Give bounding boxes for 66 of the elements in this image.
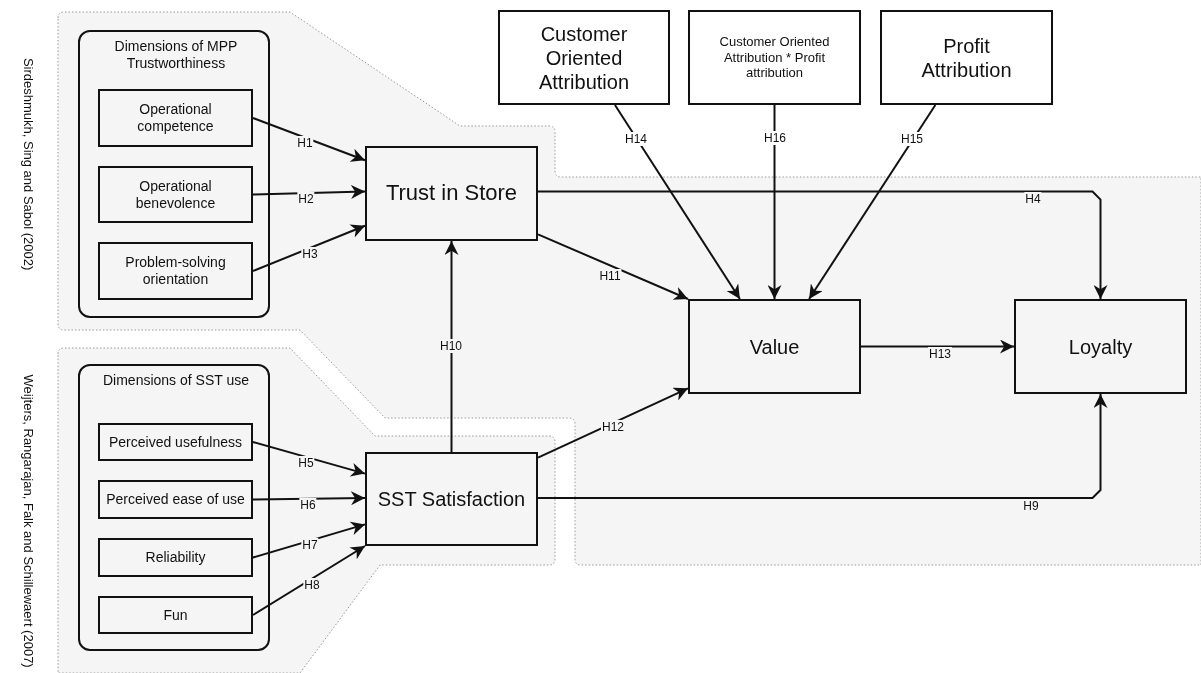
edge-label: H1 [296,136,314,150]
group-box [78,364,270,651]
arrow [537,387,689,459]
arrow [252,117,366,162]
concept-box [498,10,670,105]
concept-box [688,299,861,394]
concept-box [98,166,253,223]
group-box [78,30,270,318]
concept-box [98,89,253,147]
arrow [252,224,366,272]
concept-label: Reliability [144,549,207,566]
arrow [252,184,366,199]
group-title: Dimensions of SST use [102,372,250,389]
edge-label: H3 [301,247,319,261]
concept-label: Perceived ease of use [106,491,245,508]
concept-label: Problem-solving orientation [124,254,227,288]
edge-label: H7 [301,538,319,552]
arrow [252,521,366,559]
group-title: Dimensions of MPP Trustworthiness [113,38,239,72]
edge-label: H6 [299,498,317,512]
arrow [252,441,366,477]
concept-box [880,10,1053,105]
citation-text: Weijters, Rangarajan, Falk and Schillewaert (2007) [20,373,37,670]
arrow [860,339,1015,354]
concept-label: Trust in Store [384,180,519,207]
concept-box [98,538,253,577]
edge-label: H8 [303,578,321,592]
arrow [613,104,741,300]
concept-box [365,146,538,241]
arrow [252,491,366,506]
concept-box [365,452,538,546]
edge-label: H13 [928,347,952,361]
edge-label: H4 [1024,192,1042,206]
concept-label: Fun [162,606,189,624]
edge-label: H15 [900,132,924,146]
concept-label: SST Satisfaction [376,487,527,511]
concept-label: Perceived usefulness [107,433,244,451]
arrow [537,233,689,300]
arrow [537,190,1108,300]
arrow [808,104,937,300]
edge-label: H9 [1022,499,1040,513]
edge-label: H2 [297,192,315,206]
concept-box [98,596,253,634]
concept-label: Operational competence [136,101,215,135]
arrow [537,393,1108,500]
edge-label: H16 [763,131,787,145]
edge-label: H11 [598,269,622,283]
concept-box [98,423,253,461]
concept-label: Value [748,334,801,359]
arrow [767,104,782,300]
concept-label: Customer Oriented Attribution [537,21,631,94]
concept-box [688,10,861,105]
concept-label: Operational benevolence [134,177,217,212]
concept-box [98,242,253,300]
concept-box [98,480,253,519]
concept-label: Loyalty [1067,334,1134,359]
arrow [444,240,459,453]
edge-label: H5 [297,456,315,470]
edge-label: H12 [601,420,625,434]
citation-text: Sirdeshmukh, Sing and Sabol (2002) [20,56,37,273]
concept-box [1014,299,1187,394]
arrow [252,545,366,616]
concept-label: Customer Oriented Attribution * Profit attribution [718,34,831,81]
edge-label: H10 [439,339,463,353]
edge-label: H14 [624,132,648,146]
concept-label: Profit Attribution [920,33,1013,82]
